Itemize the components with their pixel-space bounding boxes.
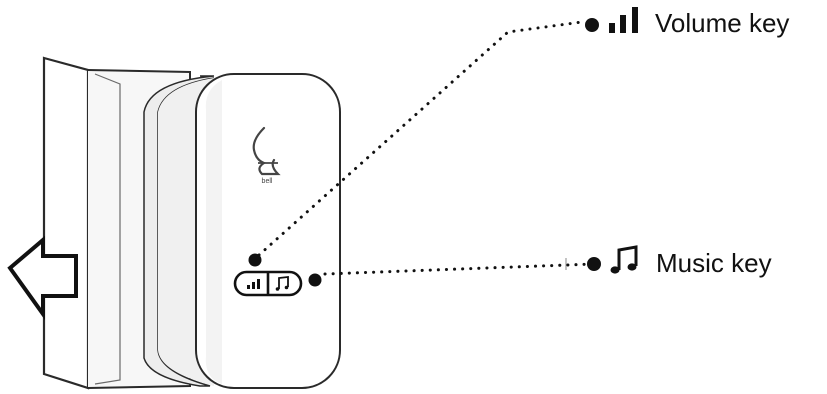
doorbell-receiver xyxy=(143,73,341,389)
volume-key-button[interactable] xyxy=(237,274,267,293)
volume-bars-icon xyxy=(609,7,638,33)
music-key-label: Music key xyxy=(656,248,772,278)
bell-logo-text: bell xyxy=(262,178,273,185)
music-leader-line xyxy=(323,262,596,276)
music-key-marker xyxy=(308,273,322,287)
plug-in-arrow-icon xyxy=(7,235,78,321)
volume-callout-dot xyxy=(585,18,599,32)
music-callout-dot xyxy=(587,257,601,271)
receiver-front-face xyxy=(195,73,341,389)
music-note-icon xyxy=(610,245,638,274)
volume-key-marker xyxy=(248,253,262,267)
music-key-button[interactable] xyxy=(269,274,299,293)
bell-logo: bell xyxy=(252,126,281,185)
volume-key-label: Volume key xyxy=(655,8,790,38)
